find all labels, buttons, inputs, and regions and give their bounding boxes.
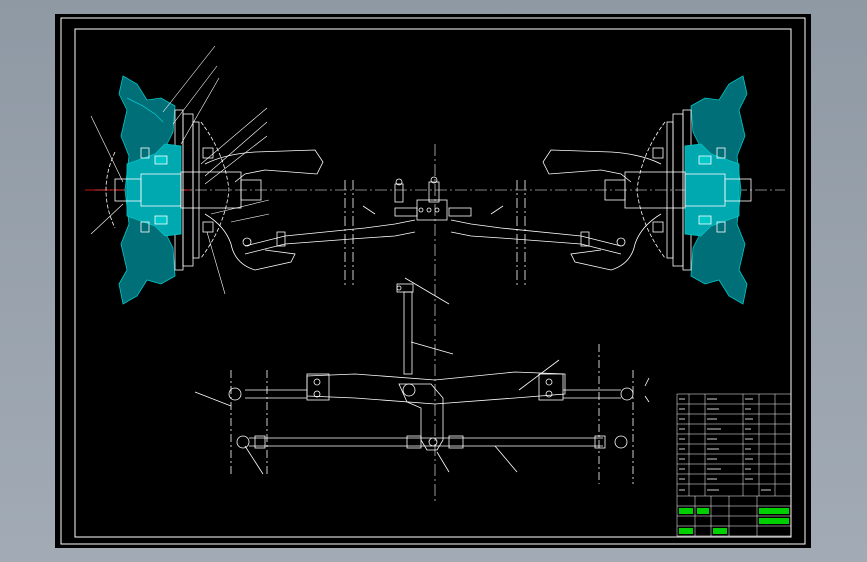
title-cells xyxy=(677,496,791,536)
left-wheel-hub xyxy=(105,75,324,305)
right-wheel-hub xyxy=(542,75,752,305)
upper-linkage xyxy=(242,176,626,286)
title-block xyxy=(676,393,792,537)
parts-list xyxy=(677,394,791,497)
assembly-drawing xyxy=(60,17,806,545)
outer-border xyxy=(60,17,806,545)
inner-border xyxy=(74,28,792,538)
left-leader-lines xyxy=(90,45,270,295)
parts-list-marks xyxy=(679,398,771,491)
cad-viewport[interactable] xyxy=(55,14,811,548)
lower-linkage xyxy=(194,277,650,484)
